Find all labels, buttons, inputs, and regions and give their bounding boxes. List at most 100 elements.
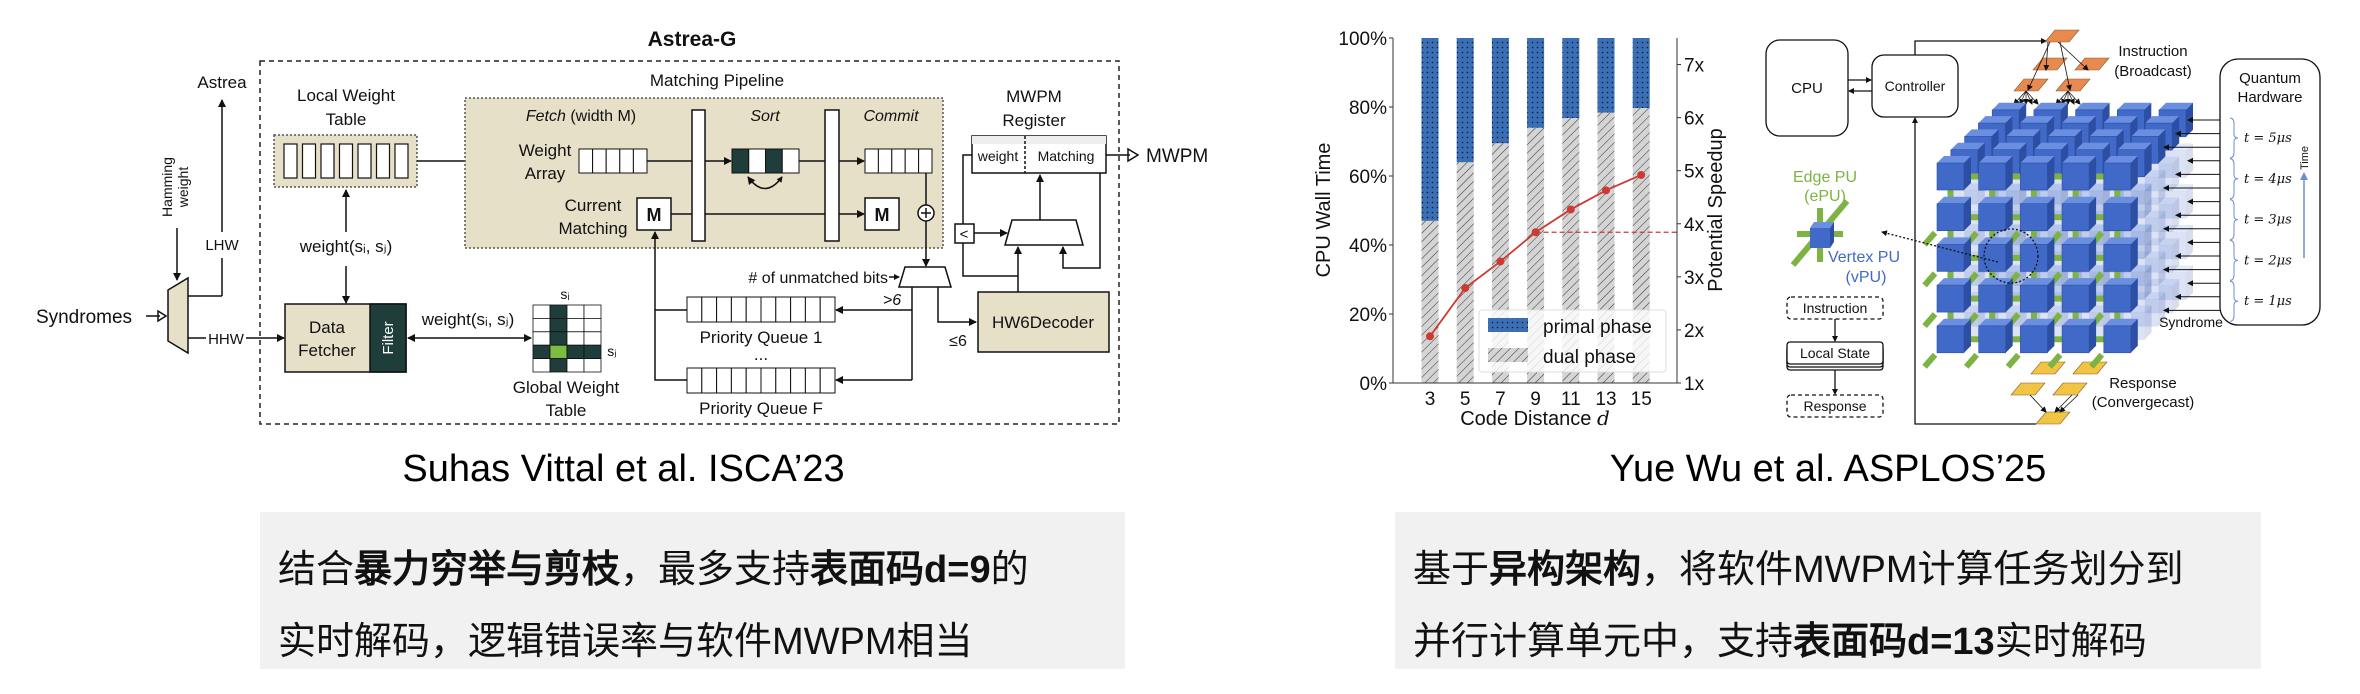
decoder-architecture-diagram: CPU Controller Instruction (Broadcast) R…: [1765, 29, 2321, 425]
x-tick-label: 11: [1561, 389, 1581, 410]
grid-cell: [566, 358, 585, 373]
array-cell: [730, 367, 747, 394]
register-matching-field: Matching: [1038, 148, 1095, 164]
vertex-pu-cube: [2020, 237, 2055, 272]
time-step-label: t = 1μs: [2244, 294, 2292, 309]
edge-pu-bar: [2005, 352, 2021, 369]
grid-cell: [549, 358, 568, 373]
speedup-point: [1461, 283, 1470, 292]
quantum-hardware-label: Quantum: [2239, 70, 2301, 87]
brace-icon: [2229, 117, 2239, 159]
edge-pu-bar: [1964, 336, 1979, 343]
bar-primal-phase: [1421, 38, 1439, 221]
vertex-pu-cube: [2020, 278, 2055, 313]
vertex-pu-cube: [1978, 237, 2013, 272]
bold-text: 暴力穷举与剪枝: [354, 549, 621, 591]
grid-cell: [583, 331, 602, 346]
priority-queue-1: [686, 296, 836, 323]
x-tick-label: 7: [1495, 389, 1506, 410]
pu-instruction-label: Instruction: [1803, 300, 1868, 316]
grid-cell: [583, 317, 602, 333]
array-cell: [716, 296, 732, 323]
edge-pu-bar: [2005, 295, 2021, 302]
grid-cell: [566, 344, 585, 360]
right-summary-line-1: 基于异构架构，将软件MWPM计算任务划分到: [1413, 534, 2261, 606]
speedup-line: [1426, 170, 1677, 341]
syndrome-label: Syndrome: [2159, 314, 2223, 330]
y-tick-label: 0%: [1360, 374, 1388, 395]
time-axis-label: Time: [2299, 146, 2311, 170]
array-cell: [775, 367, 792, 394]
brace-icon: [2229, 280, 2239, 322]
array-cell: [701, 367, 718, 394]
response-convergecast-label-2: (Convergecast): [2092, 394, 2195, 411]
quantum-hardware-block: [2219, 58, 2321, 326]
table-cell: [283, 143, 298, 179]
legend-primal: primal phase: [1543, 317, 1652, 338]
edge-pu-bar: [2047, 336, 2063, 343]
array-cell: [605, 148, 621, 174]
array-cell: [819, 296, 836, 323]
speedup-point: [1637, 170, 1646, 179]
convergecast-tile: [2030, 361, 2066, 375]
vertex-pu-cube: [2144, 156, 2180, 192]
vertex-pu-cube: [2103, 278, 2138, 313]
grid-cell: [549, 317, 568, 333]
quantum-hardware-label-2: Hardware: [2237, 89, 2302, 106]
x-tick-label: 3: [1425, 389, 1436, 410]
weight-si-sj-label: weight(sᵢ, sⱼ): [299, 237, 393, 256]
cpu-label: CPU: [1791, 80, 1823, 97]
global-weight-table-title: Global Weight: [513, 378, 620, 397]
edge-pu-bar: [2089, 214, 2104, 221]
edge-pu-bar: [1964, 295, 1979, 302]
edge-pu-bar: [2005, 336, 2021, 343]
pu-icon: [1790, 199, 1850, 267]
text: 并行计算单元中，支持: [1413, 621, 1794, 663]
bar-primal-phase: [1597, 38, 1615, 113]
array-cell: [790, 367, 806, 394]
y-tick-label: 100%: [1338, 29, 1387, 50]
brace-icon: [2229, 158, 2239, 200]
vertex-pu-cube: [2103, 196, 2138, 231]
y2-axis-title: Potential Speedup: [1705, 128, 1727, 291]
grid-cell: [566, 317, 585, 333]
array-cell: [781, 148, 800, 174]
y2-tick-label: 4x: [1684, 215, 1705, 236]
speedup-point: [1566, 205, 1575, 214]
vertex-pu-cube: [1978, 156, 2013, 191]
grid-cell: [549, 344, 568, 360]
y-tick-label: 80%: [1349, 98, 1387, 119]
hamming-weight-label: Hamming weight: [159, 157, 191, 217]
edge-pu-bar: [2005, 173, 2021, 180]
array-cell: [619, 148, 634, 174]
brace-icon: [2229, 199, 2239, 241]
hhw-label: HHW: [208, 331, 245, 348]
sort-stage-label: Sort: [750, 108, 780, 125]
y-tick-label: 40%: [1349, 236, 1387, 257]
grid-cell: [566, 304, 585, 319]
convergecast-tile: [2010, 382, 2046, 396]
hw6decoder-label: HW6Decoder: [992, 313, 1094, 332]
diagram-title: Astrea-G: [648, 28, 737, 51]
local-weight-table-title: Local Weight: [297, 86, 395, 105]
array-cell: [592, 148, 607, 174]
le-6-label: ≤6: [949, 333, 967, 350]
text: ，最多支持: [620, 549, 811, 591]
array-cell: [745, 296, 762, 323]
left-summary-line-2: 实时解码，逻辑错误率与软件MWPM相当: [278, 621, 973, 663]
speedup-point: [1602, 186, 1610, 195]
weight-si-sj-label-2: weight(sᵢ, sⱼ): [421, 310, 515, 329]
edge-pu-bar: [1922, 230, 1938, 247]
vertex-pu-cube: [1978, 278, 2013, 313]
speedup-point: [1426, 332, 1434, 341]
table-cell: [338, 143, 354, 179]
grid-cell: [566, 331, 585, 346]
array-cell: [686, 296, 703, 323]
edge-pu-bar: [1964, 173, 1979, 180]
highlight-circle: [1983, 228, 2039, 284]
commit-matching-register: M: [875, 205, 890, 225]
current-matching-label-2: Matching: [559, 219, 628, 238]
chart-legend: primal phase dual phase: [1478, 309, 1667, 373]
convergecast-tile: [2035, 411, 2071, 425]
